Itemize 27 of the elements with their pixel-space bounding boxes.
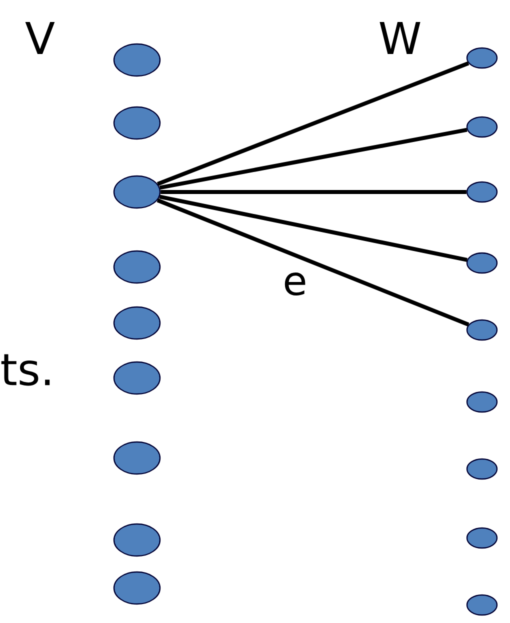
vertex-ellipse [466,181,498,203]
vertex-ellipse [466,527,498,549]
text-label: V [25,22,55,54]
text-label: W [380,22,420,54]
vertex-ellipse [113,43,161,77]
vertex-ellipse [113,441,161,475]
vertex-ellipse [113,361,161,395]
edge-line [156,61,470,186]
edge-line [160,190,466,194]
text-label: ts. [1,354,50,386]
vertex-ellipse [466,594,498,616]
vertex-ellipse [466,391,498,413]
vertex-ellipse [113,250,161,284]
vertex-ellipse [113,571,161,605]
vertex-ellipse [466,458,498,480]
edge-line [156,198,470,326]
edge-label: e [282,272,308,296]
vertex-ellipse [466,319,498,341]
edge-line [159,194,468,262]
edge-line [159,128,468,190]
vertex-ellipse [113,523,161,557]
vertex-ellipse [113,106,161,140]
vertex-ellipse [113,306,161,340]
vertex-ellipse [113,175,161,209]
vertex-ellipse [466,47,498,69]
vertex-ellipse [466,252,498,274]
vertex-ellipse [466,116,498,138]
